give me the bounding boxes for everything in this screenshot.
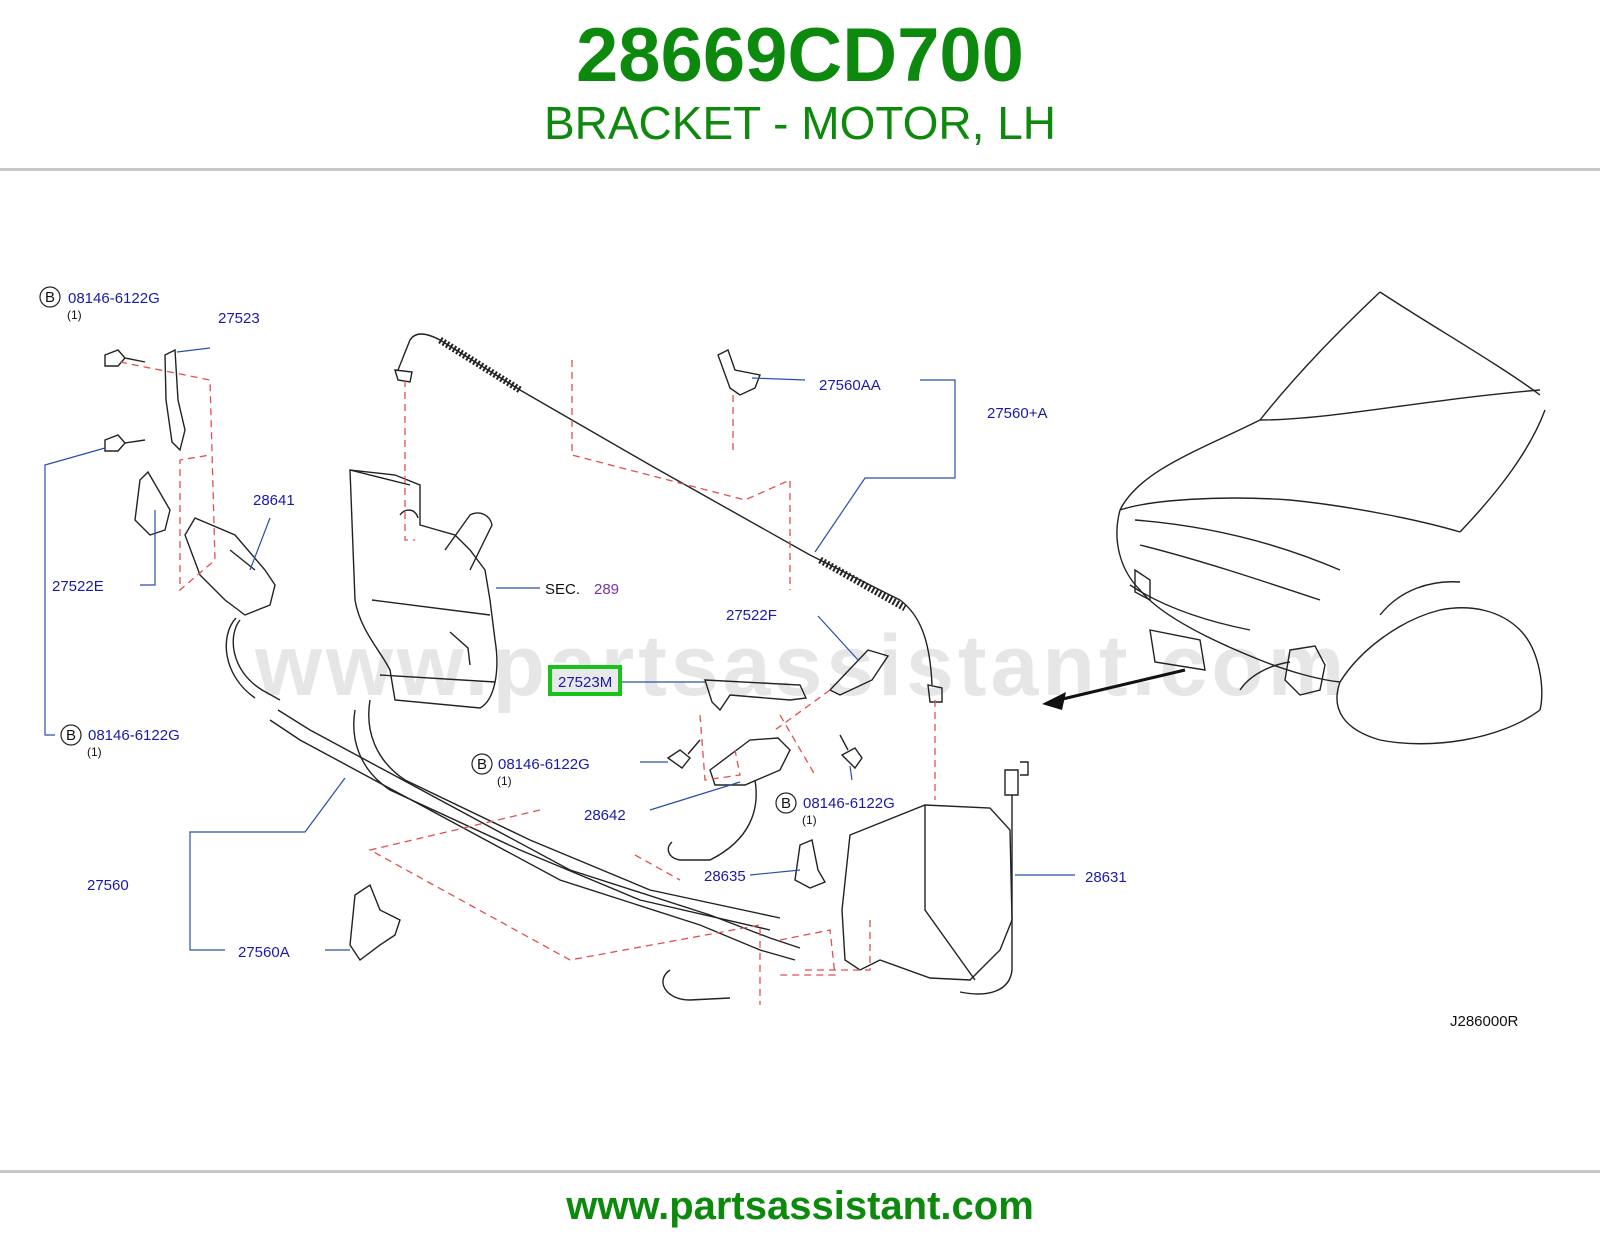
washer-nozzle-right: [667, 737, 791, 861]
section-prefix: SEC.: [545, 581, 580, 598]
view-arrow-head: [1042, 692, 1066, 710]
washer-pump: [841, 761, 1029, 995]
part-label-08146-6122g[interactable]: 08146-6122G: [68, 290, 160, 307]
clip-27560aa: [717, 349, 761, 396]
view-arrow-line: [1049, 668, 1186, 704]
part-name-subtitle: BRACKET - MOTOR, LH: [543, 97, 1057, 149]
part-label-28631[interactable]: 28631: [1085, 869, 1127, 886]
washer-tank: [349, 469, 498, 709]
quantity-label: (1): [87, 745, 102, 759]
part-label-27522f[interactable]: 27522F: [726, 607, 777, 624]
part-label-27560[interactable]: 27560: [87, 877, 129, 894]
bolt-badge-letter: B: [45, 289, 55, 306]
part-label-27523[interactable]: 27523: [218, 310, 260, 327]
footer-website-link[interactable]: www.partsassistant.com: [566, 1184, 1034, 1228]
bracket-27523m-drawing: [704, 679, 808, 712]
part-label-27523m[interactable]: 27523M: [558, 674, 612, 691]
assembly-dashed-lines: [119, 360, 936, 1005]
diagram-code: J286000R: [1450, 1013, 1519, 1030]
footer-divider: [0, 1170, 1600, 1173]
quantity-label: (1): [497, 774, 512, 788]
bolt-badge-letter: B: [66, 727, 76, 744]
part-label-28641[interactable]: 28641: [253, 492, 295, 509]
bolt-badge-letter: B: [781, 795, 791, 812]
long-hose: [394, 333, 943, 703]
part-label-27560-plus-a[interactable]: 27560+A: [987, 405, 1047, 422]
bolt-badge-circle: [60, 724, 82, 746]
bracket-28635: [794, 839, 827, 889]
watermark-text: www.partsassistant.com: [254, 618, 1348, 714]
nozzle-cover-left: [134, 470, 171, 536]
section-number-link[interactable]: 289: [594, 581, 619, 598]
bolt-callout-right[interactable]: B 08146-6122G (1): [775, 792, 895, 827]
highlight-box-27523m: [548, 665, 622, 696]
leader-lines: [44, 347, 1075, 951]
washer-nozzle-left: [184, 517, 276, 616]
header-divider: [0, 168, 1600, 171]
parts-diagram: www.partsassistant.com: [0, 270, 1600, 1070]
part-label-08146-6122g[interactable]: 08146-6122G: [88, 727, 180, 744]
car-illustration: [1116, 291, 1546, 745]
page-header: 28669CD700 BRACKET - MOTOR, LH: [0, 0, 1600, 168]
clip-27560a: [349, 883, 401, 962]
part-label-08146-6122g[interactable]: 08146-6122G: [498, 756, 590, 773]
quantity-label: (1): [802, 813, 817, 827]
bolt-badge-circle: [39, 286, 61, 308]
part-label-27560a[interactable]: 27560A: [238, 944, 290, 961]
part-label-27522e[interactable]: 27522E: [52, 578, 104, 595]
bracket-27523: [164, 348, 186, 452]
bolt-callout-mid[interactable]: B 08146-6122G (1): [471, 753, 590, 788]
nozzle-cover-right: [828, 649, 890, 696]
part-label-28635[interactable]: 28635: [704, 868, 746, 885]
bolt-callout-left[interactable]: B 08146-6122G (1): [60, 724, 180, 759]
hose-corrugation-bottom: [818, 556, 907, 612]
bolt-badge-circle: [471, 753, 493, 775]
part-number-title: 28669CD700: [576, 13, 1024, 98]
hose-bundle: [225, 617, 801, 1001]
quantity-label: (1): [67, 308, 82, 322]
bolt-badge-circle: [775, 792, 797, 814]
part-label-27560aa[interactable]: 27560AA: [819, 377, 881, 394]
part-label-28642[interactable]: 28642: [584, 807, 626, 824]
parts-diagram-svg: www.partsassistant.com: [39, 286, 1546, 1030]
part-label-08146-6122g[interactable]: 08146-6122G: [803, 795, 895, 812]
bolt-badge-letter: B: [477, 756, 487, 773]
bolt-callout-top[interactable]: B 08146-6122G (1): [39, 286, 160, 322]
bolt-icons: [104, 349, 863, 770]
